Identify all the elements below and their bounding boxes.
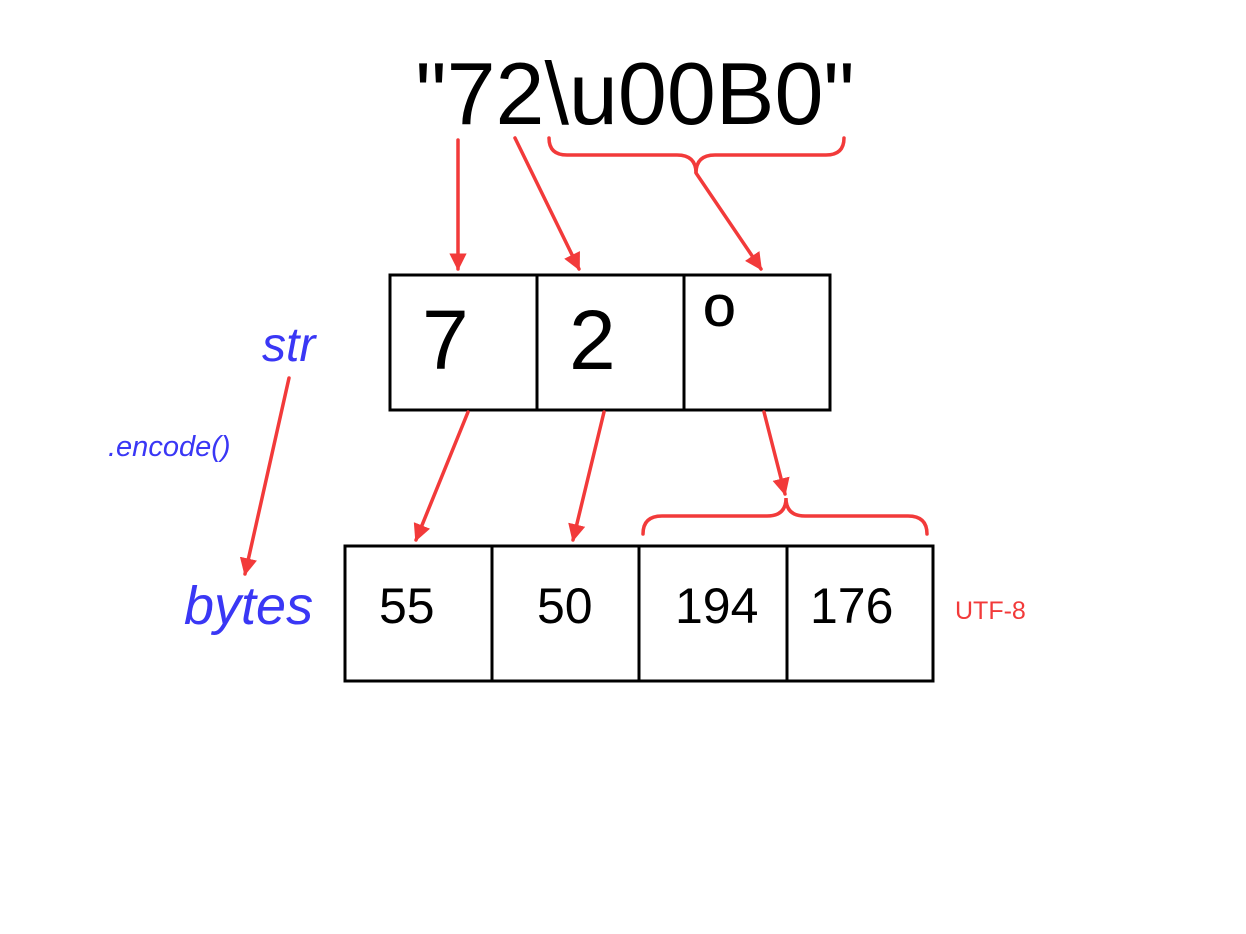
encoding-label: UTF-8 (955, 597, 1026, 625)
byte-value: 194 (675, 578, 759, 634)
byte-value: 176 (810, 578, 894, 634)
encode-label: .encode() (108, 431, 231, 463)
arrow-2-to-byte (568, 410, 606, 542)
str-row-boxes (388, 273, 832, 412)
bytes-label: bytes (184, 576, 314, 636)
utf8-bytes-brace (641, 497, 929, 536)
string-literal: "72\u00B0" (415, 44, 855, 143)
str-char: º (704, 277, 735, 371)
byte-value: 55 (379, 578, 435, 634)
arrow-escape-to-degree (694, 171, 763, 271)
arrow-7-to-byte (413, 410, 470, 542)
bytes-row-boxes (343, 544, 935, 683)
str-row-outline (388, 273, 832, 412)
byte-value: 50 (537, 578, 593, 634)
str-char: 7 (422, 293, 469, 387)
str-char: 2 (569, 293, 616, 387)
str-label: str (262, 319, 316, 372)
arrow-degree-to-bytes (762, 410, 790, 496)
encode-arrow (239, 376, 291, 576)
arrow-literal-2-to-str (513, 136, 581, 271)
